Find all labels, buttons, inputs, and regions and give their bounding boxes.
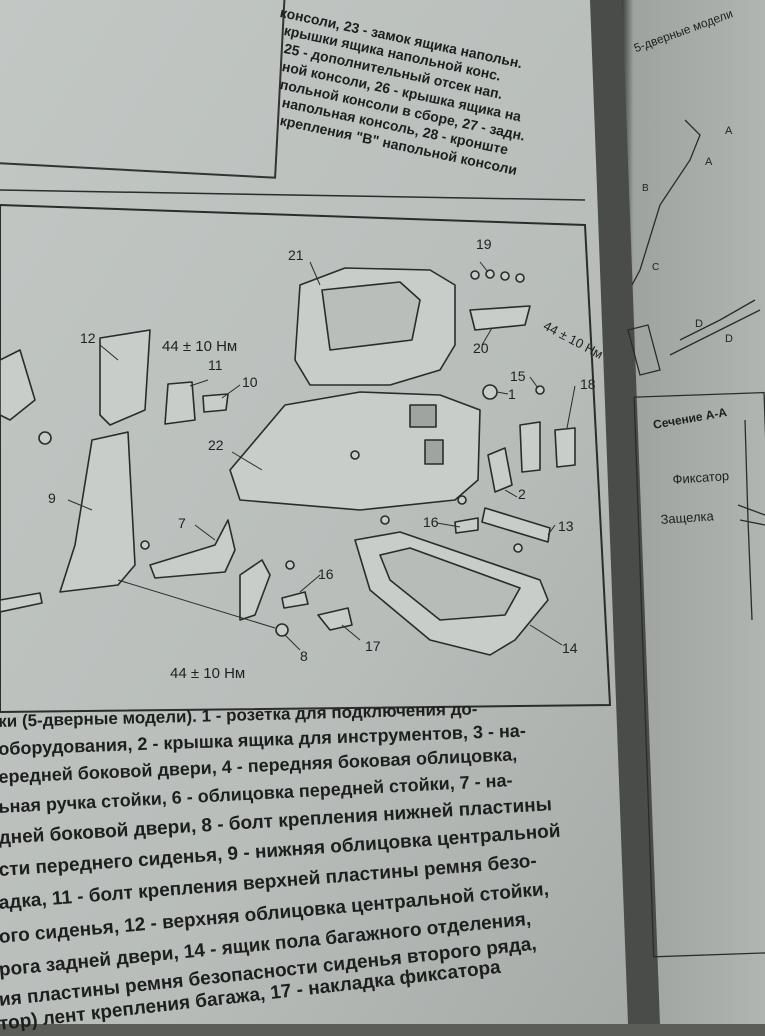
part-number: 8 (300, 648, 308, 664)
part-number: 14 (562, 640, 578, 656)
part-number: 15 (510, 368, 526, 384)
bolt (350, 450, 360, 460)
part-10-clip (202, 393, 229, 413)
part-number: 9 (48, 490, 56, 506)
part-number: 22 (208, 437, 224, 453)
part-21-window-cutout (321, 281, 421, 351)
part-number: 2 (518, 486, 526, 502)
bolt (457, 495, 467, 505)
part-15-bracket (519, 421, 541, 473)
part-number: 16 (423, 514, 439, 530)
page-gutter-shadow (590, 0, 660, 1024)
bolt (275, 623, 289, 637)
part-13-rail (481, 507, 551, 543)
part-number: 18 (580, 376, 596, 392)
part-number: 13 (558, 518, 574, 534)
part-number: 10 (242, 374, 258, 390)
part-number: 12 (80, 330, 96, 346)
part-number: 19 (476, 236, 492, 252)
right-page-artwork (627, 119, 765, 958)
bolt (38, 431, 52, 445)
view-letter: C (652, 262, 660, 273)
part-number: 11 (208, 357, 223, 373)
part-22-vent (424, 439, 444, 465)
part-number: 1 (508, 386, 516, 402)
part-number: 7 (178, 515, 186, 531)
view-letter: D (725, 333, 733, 345)
view-letter: A (725, 125, 733, 137)
view-a-sketch (631, 119, 701, 286)
upper-figure-box (0, 0, 287, 179)
part-1-socket (482, 384, 498, 400)
part-19-clip (500, 271, 510, 281)
part-7-scuff-plate (149, 519, 236, 579)
part-left-partial (0, 349, 36, 421)
part-handle (239, 559, 271, 621)
view-letter: D (695, 318, 703, 330)
leader-lines (67, 261, 576, 651)
part-left-rail (0, 592, 43, 613)
part-18-bracket (554, 427, 576, 468)
part-2-cover (487, 447, 513, 493)
bolt (285, 560, 295, 570)
part-20-bracket (469, 305, 531, 331)
part-number: 17 (365, 638, 381, 654)
part-12-upper-pillar (99, 329, 151, 426)
view-letter: B (642, 183, 649, 194)
small-detail-sketch (627, 324, 661, 376)
figure-frame-top-rule (0, 189, 586, 201)
figure-frame (0, 203, 612, 714)
bolt (513, 543, 523, 553)
view-d-sketch (669, 299, 761, 356)
part-16-clip-b (454, 517, 479, 534)
prev-figure-caption: консоли, 23 - замок ящика напольн. крышк… (279, 0, 612, 186)
torque-label: 44 ± 10 Нм (162, 338, 238, 355)
view-letter: A (705, 156, 713, 168)
section-a-a-box (633, 391, 765, 958)
part-16-clip-a (281, 591, 309, 609)
section-a-a-sketch (737, 419, 765, 621)
bolt (380, 515, 390, 525)
part-14-floor-box-inner (379, 547, 521, 621)
part-19-clip (470, 270, 480, 280)
torque-label: 44 ± 10 Нм (170, 665, 246, 682)
right-page (622, 0, 765, 1024)
part-number: 16 (318, 566, 334, 582)
part-19-clip (515, 273, 525, 283)
part-number: 20 (473, 340, 489, 356)
diagram-artwork (0, 267, 576, 656)
part-11-bracket (164, 381, 196, 425)
part-9-lower-pillar (59, 431, 136, 593)
part-22-speaker-grille (409, 404, 437, 428)
part-number: 21 (288, 247, 304, 263)
bolt (140, 540, 150, 550)
part-17-trim-cover (317, 607, 353, 631)
